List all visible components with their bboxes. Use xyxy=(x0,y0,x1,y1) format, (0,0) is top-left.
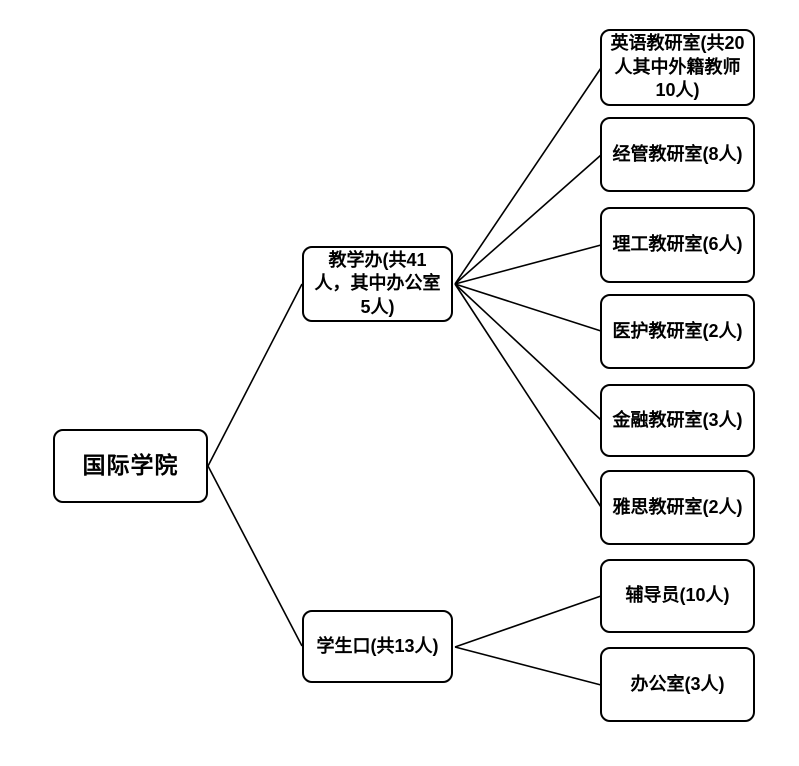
edge-teaching-science xyxy=(454,244,602,285)
node-counselors: 辅导员(10人) xyxy=(600,559,755,633)
edge-teaching-medical xyxy=(454,283,602,332)
node-economics-teaching-office: 经管教研室(8人) xyxy=(600,117,755,192)
node-international-college: 国际学院 xyxy=(53,429,208,503)
node-science-teaching-office: 理工教研室(6人) xyxy=(600,207,755,283)
node-finance-teaching-office: 金融教研室(3人) xyxy=(600,384,755,457)
node-english-teaching-office: 英语教研室(共20人其中外籍教师10人) xyxy=(600,29,755,106)
node-office: 办公室(3人) xyxy=(600,647,755,722)
node-medical-teaching-office: 医护教研室(2人) xyxy=(600,294,755,369)
edge-root-student xyxy=(207,465,303,647)
edge-student-office xyxy=(454,646,602,686)
node-ielts-teaching-office: 雅思教研室(2人) xyxy=(600,470,755,545)
edge-student-counselor xyxy=(454,595,602,648)
edge-root-teaching xyxy=(207,283,303,467)
edge-teaching-economics xyxy=(454,154,602,285)
edge-teaching-finance xyxy=(454,283,602,421)
edge-teaching-ielts xyxy=(454,283,602,508)
edge-teaching-english xyxy=(454,67,602,285)
node-teaching-office: 教学办(共41人，其中办公室5人) xyxy=(302,246,453,322)
node-student-section: 学生口(共13人) xyxy=(302,610,453,683)
